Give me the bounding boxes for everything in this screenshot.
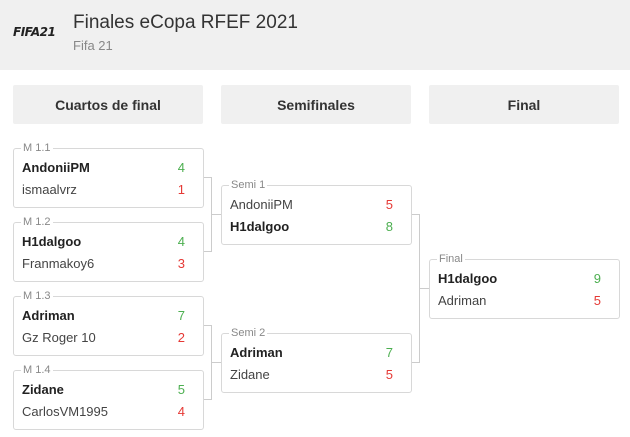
player-name: Zidane xyxy=(22,381,64,397)
match-label: M 1.4 xyxy=(21,363,53,377)
match-label: M 1.2 xyxy=(21,215,53,229)
player-name: Adriman xyxy=(438,292,487,308)
match-row: AndoniiPM 4 xyxy=(22,157,185,177)
fifa-logo: FIFA21 xyxy=(13,25,56,39)
match-card-final[interactable]: Final H1dalgoo 9 Adriman 5 xyxy=(429,252,620,319)
match-card-m1-4[interactable]: M 1.4 Zidane 5 CarlosVM1995 4 xyxy=(13,363,204,430)
match-row: H1dalgoo 9 xyxy=(438,268,601,288)
player-score: 5 xyxy=(385,366,393,382)
connector-line xyxy=(411,214,420,215)
connector-line xyxy=(211,362,221,363)
connector-line xyxy=(203,177,212,178)
round-header-quarters: Cuartos de final xyxy=(13,85,203,124)
player-score: 2 xyxy=(177,329,185,345)
round-header-final: Final xyxy=(429,85,619,124)
match-card-semi-1[interactable]: Semi 1 AndoniiPM 5 H1dalgoo 8 xyxy=(221,178,412,245)
connector-line xyxy=(211,214,221,215)
connector-line xyxy=(203,399,212,400)
player-name: H1dalgoo xyxy=(438,270,498,286)
match-label: Final xyxy=(437,252,465,266)
match-label: Semi 1 xyxy=(229,178,268,192)
match-row: H1dalgoo 8 xyxy=(230,216,393,236)
match-row: Adriman 5 xyxy=(438,290,601,310)
player-score: 9 xyxy=(593,270,601,286)
player-name: Adriman xyxy=(22,307,75,323)
header: FIFA21 Finales eCopa RFEF 2021 Fifa 21 xyxy=(0,0,630,70)
player-name: Adriman xyxy=(230,344,283,360)
player-name: ismaalvrz xyxy=(22,181,77,197)
player-score: 8 xyxy=(385,218,393,234)
player-score: 4 xyxy=(177,233,185,249)
player-name: AndoniiPM xyxy=(230,196,293,212)
player-name: CarlosVM1995 xyxy=(22,403,108,419)
player-score: 5 xyxy=(177,381,185,397)
player-score: 1 xyxy=(177,181,185,197)
player-score: 5 xyxy=(593,292,601,308)
connector-line xyxy=(419,288,429,289)
match-row: Gz Roger 10 2 xyxy=(22,327,185,347)
match-row: AndoniiPM 5 xyxy=(230,194,393,214)
page-title: Finales eCopa RFEF 2021 xyxy=(73,12,298,33)
match-card-semi-2[interactable]: Semi 2 Adriman 7 Zidane 5 xyxy=(221,326,412,393)
player-score: 4 xyxy=(177,403,185,419)
player-score: 4 xyxy=(177,159,185,175)
player-score: 7 xyxy=(177,307,185,323)
player-name: H1dalgoo xyxy=(230,218,290,234)
connector-line xyxy=(203,251,212,252)
match-label: M 1.1 xyxy=(21,141,53,155)
player-name: Franmakoy6 xyxy=(22,255,95,271)
match-label: M 1.3 xyxy=(21,289,53,303)
match-row: ismaalvrz 1 xyxy=(22,179,185,199)
player-name: H1dalgoo xyxy=(22,233,82,249)
match-row: Zidane 5 xyxy=(230,364,393,384)
player-name: AndoniiPM xyxy=(22,159,90,175)
match-row: CarlosVM1995 4 xyxy=(22,401,185,421)
page-subtitle: Fifa 21 xyxy=(73,38,113,53)
connector-line xyxy=(411,362,420,363)
player-name: Zidane xyxy=(230,366,270,382)
match-card-m1-2[interactable]: M 1.2 H1dalgoo 4 Franmakoy6 3 xyxy=(13,215,204,282)
round-header-semis: Semifinales xyxy=(221,85,411,124)
player-score: 7 xyxy=(385,344,393,360)
connector-line xyxy=(203,325,212,326)
player-name: Gz Roger 10 xyxy=(22,329,96,345)
match-card-m1-3[interactable]: M 1.3 Adriman 7 Gz Roger 10 2 xyxy=(13,289,204,356)
match-label: Semi 2 xyxy=(229,326,268,340)
match-row: Adriman 7 xyxy=(22,305,185,325)
player-score: 3 xyxy=(177,255,185,271)
match-row: Franmakoy6 3 xyxy=(22,253,185,273)
match-row: H1dalgoo 4 xyxy=(22,231,185,251)
player-score: 5 xyxy=(385,196,393,212)
match-row: Zidane 5 xyxy=(22,379,185,399)
match-row: Adriman 7 xyxy=(230,342,393,362)
match-card-m1-1[interactable]: M 1.1 AndoniiPM 4 ismaalvrz 1 xyxy=(13,141,204,208)
